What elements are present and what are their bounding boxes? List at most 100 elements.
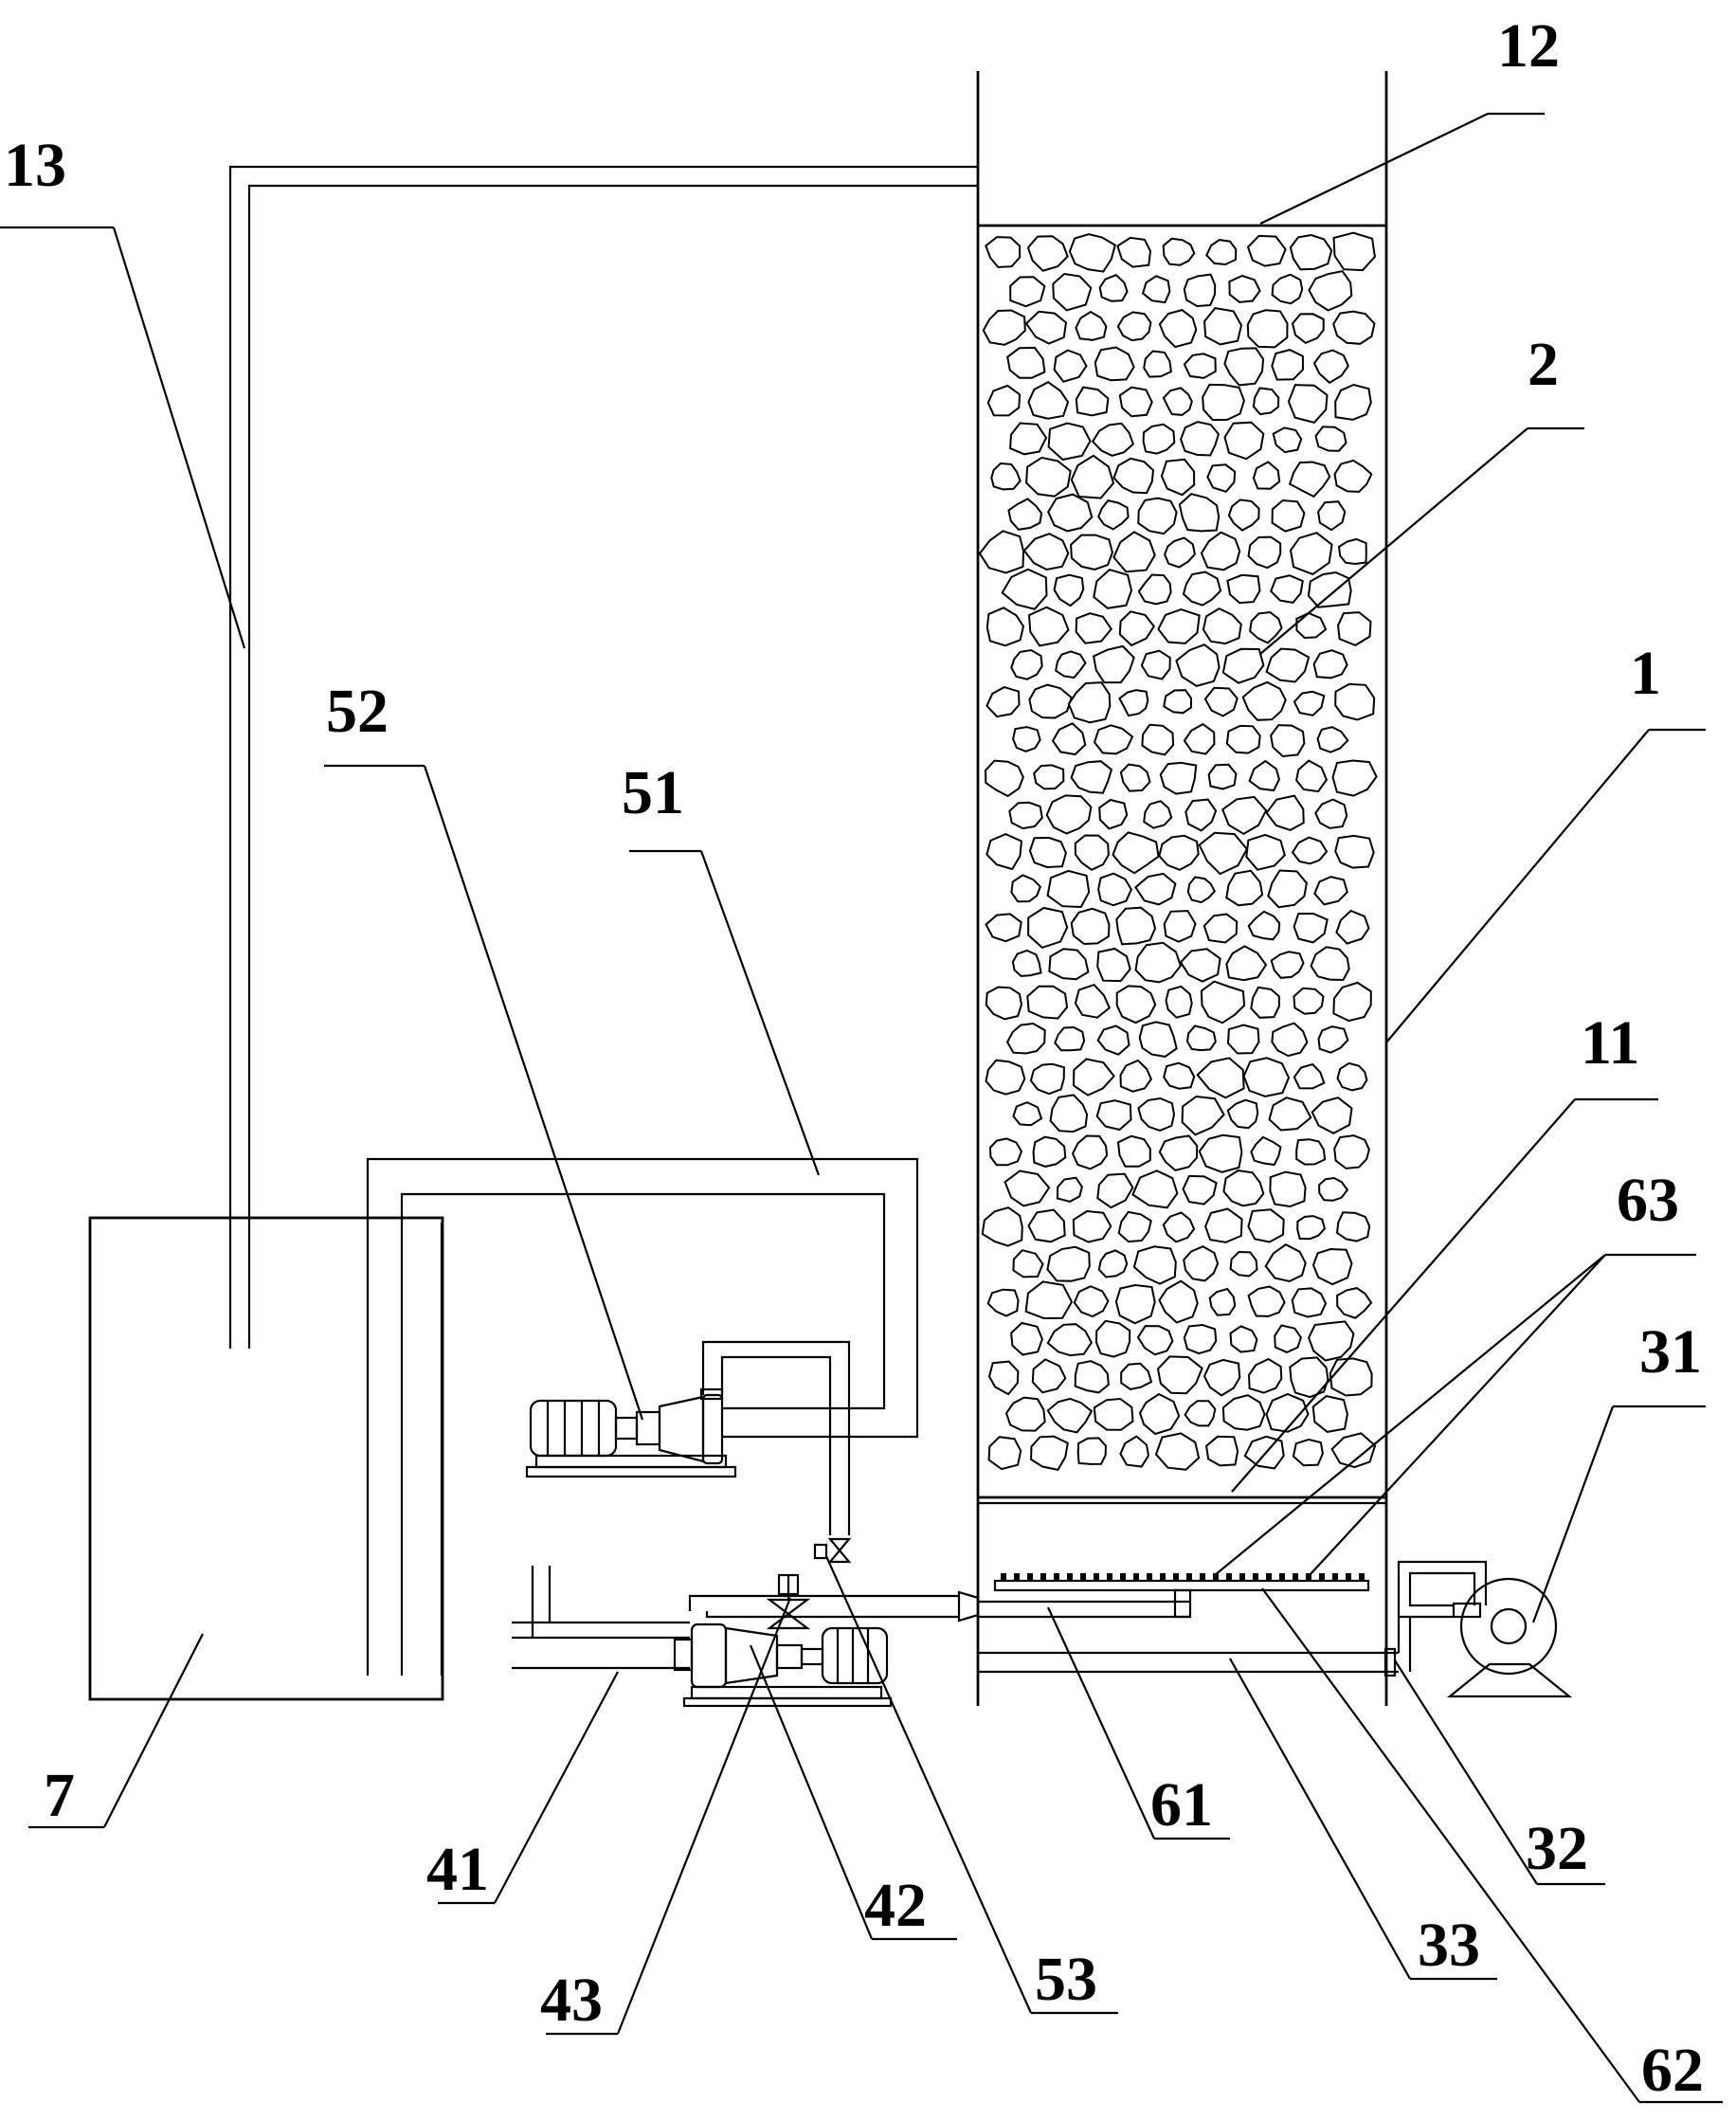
- rock-particle: [1183, 1245, 1220, 1282]
- rock-particle: [1029, 1062, 1065, 1096]
- rock-particle: [1158, 1134, 1199, 1171]
- rock-particle: [1022, 533, 1070, 571]
- rock-particle: [1076, 1437, 1108, 1465]
- label-2: 2: [1528, 330, 1559, 399]
- distributor-nozzle: [1054, 1573, 1059, 1581]
- rock-particle: [1246, 234, 1287, 267]
- distributor-nozzle: [1094, 1573, 1099, 1581]
- rock-particle: [1137, 1097, 1176, 1132]
- rock-particle: [1312, 649, 1348, 680]
- rock-particle: [1045, 794, 1093, 835]
- blower: [1383, 1560, 1573, 1698]
- rock-particle: [1312, 349, 1349, 385]
- label-61: 61: [1150, 1770, 1213, 1840]
- distributor-nozzle: [1226, 1573, 1232, 1581]
- rock-particle: [1310, 946, 1350, 982]
- rock-particle: [1047, 493, 1094, 533]
- distributor-nozzle: [1266, 1573, 1272, 1581]
- rock-particle: [1115, 985, 1157, 1024]
- rock-particle: [1333, 459, 1373, 493]
- upper-pump: [525, 1340, 851, 1535]
- rock-particle: [1070, 454, 1115, 499]
- rock-particle: [1028, 683, 1073, 719]
- rock-particle: [1311, 1097, 1353, 1134]
- rock-particle: [985, 1059, 1026, 1096]
- rock-particle: [1112, 831, 1160, 875]
- rock-particle: [1138, 1392, 1181, 1436]
- rock-particle: [1314, 426, 1347, 452]
- rock-particle: [1120, 1362, 1153, 1390]
- rock-particle: [1009, 276, 1046, 308]
- rock-particle: [1329, 1357, 1373, 1397]
- rock-particle: [1001, 568, 1048, 610]
- rock-particle: [1175, 644, 1221, 687]
- rock-particle: [1072, 1058, 1115, 1097]
- rock-particle: [1183, 1323, 1218, 1355]
- rock-particle: [1205, 239, 1238, 266]
- rock-particle: [988, 1137, 1023, 1167]
- rock-particle: [1074, 983, 1112, 1019]
- rock-particle: [1179, 948, 1221, 983]
- rock-particle: [1012, 726, 1041, 752]
- rock-particle: [1317, 500, 1347, 532]
- rock-particle: [987, 1436, 1022, 1471]
- rock-particle: [1163, 1061, 1196, 1090]
- rock-particle: [986, 607, 1025, 647]
- rock-particle: [1158, 1279, 1199, 1324]
- part-labels: 12 13 2 1 52 51 11 63 31 7 41 43 42 53 6…: [4, 11, 1704, 2105]
- rock-particle: [1154, 1432, 1201, 1471]
- rock-particle: [1249, 610, 1283, 644]
- rock-particle: [1198, 1133, 1243, 1173]
- rock-particle: [1202, 383, 1245, 422]
- label-62: 62: [1641, 2036, 1704, 2105]
- rock-particle: [1075, 386, 1110, 417]
- rock-particle: [1186, 876, 1217, 904]
- rock-particle: [1337, 537, 1367, 566]
- rock-particle: [1293, 1062, 1326, 1090]
- rock-particle: [1202, 607, 1242, 645]
- rock-particle: [1225, 945, 1268, 982]
- rock-particle: [1265, 794, 1305, 831]
- rock-particle: [1074, 834, 1110, 871]
- rock-particle: [1317, 1025, 1349, 1054]
- rock-particle: [1183, 722, 1216, 755]
- rock-particle: [985, 236, 1022, 268]
- rock-particle: [1095, 1099, 1132, 1132]
- distributor-nozzle: [1253, 1573, 1258, 1581]
- rock-particle: [1183, 353, 1217, 379]
- label-13: 13: [4, 131, 66, 200]
- rock-particle: [1196, 1057, 1245, 1099]
- rock-particle: [1026, 985, 1069, 1020]
- rock-particle: [1132, 1245, 1177, 1285]
- rock-particle: [1160, 458, 1196, 497]
- rock-particle: [1221, 1394, 1266, 1431]
- distributor-nozzle: [1080, 1573, 1086, 1581]
- rock-particle: [1027, 381, 1070, 420]
- distributor-nozzle: [1040, 1573, 1046, 1581]
- rock-particle: [1203, 686, 1239, 717]
- rock-particle: [1093, 1397, 1134, 1431]
- rock-particle: [1291, 1287, 1328, 1318]
- rock-particle: [1114, 1283, 1156, 1325]
- rock-particle: [985, 986, 1023, 1021]
- rock-particle: [1070, 760, 1113, 794]
- distributor-nozzle: [1332, 1573, 1338, 1581]
- rock-particle: [1048, 948, 1090, 981]
- distributor-nozzle: [1346, 1573, 1351, 1581]
- rock-particle: [1200, 980, 1246, 1024]
- rock-particle: [1098, 798, 1129, 830]
- rock-particle: [1267, 869, 1308, 909]
- rock-particle: [1269, 1170, 1307, 1208]
- label-53: 53: [1035, 1945, 1097, 2014]
- rock-particle: [1134, 872, 1177, 906]
- rock-particle: [1163, 689, 1192, 715]
- rock-particle: [1250, 1135, 1282, 1167]
- label-52: 52: [326, 677, 389, 746]
- rock-particle: [1118, 610, 1156, 647]
- rock-particle: [1229, 1325, 1258, 1353]
- rock-particle: [1248, 759, 1280, 792]
- rock-particle: [1227, 499, 1260, 532]
- rock-particle: [1094, 346, 1135, 382]
- rock-particle: [1051, 722, 1087, 756]
- rock-particle: [1198, 831, 1249, 876]
